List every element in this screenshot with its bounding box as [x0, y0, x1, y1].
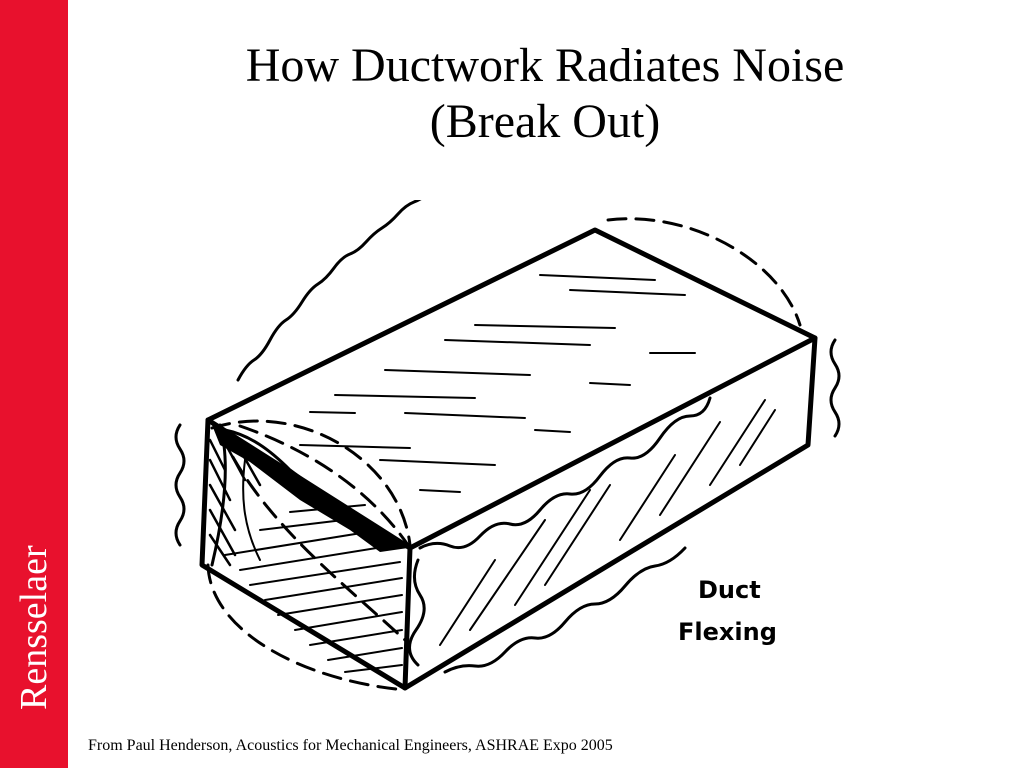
front-face-hatch	[439, 399, 776, 646]
title-line-1: How Ductwork Radiates Noise	[245, 39, 845, 92]
top-face-hatch	[299, 274, 696, 493]
citation: From Paul Henderson, Acoustics for Mecha…	[88, 737, 613, 754]
title-line-2: (Break Out)	[429, 95, 661, 148]
flex-dashed-outline	[206, 217, 802, 692]
duct-label: Duct	[698, 576, 761, 604]
flexing-label: Flexing	[678, 618, 777, 646]
slide-title: How Ductwork Radiates Noise (Break Out)	[100, 38, 990, 150]
duct-diagram: Duct Flexing	[150, 200, 870, 700]
duct-drawing: Duct Flexing	[174, 200, 841, 692]
vibration-waves	[174, 200, 841, 674]
sidebar-label: Rensselaer	[13, 545, 55, 710]
duct-outline	[199, 227, 818, 691]
sidebar-band: Rensselaer	[0, 0, 68, 768]
